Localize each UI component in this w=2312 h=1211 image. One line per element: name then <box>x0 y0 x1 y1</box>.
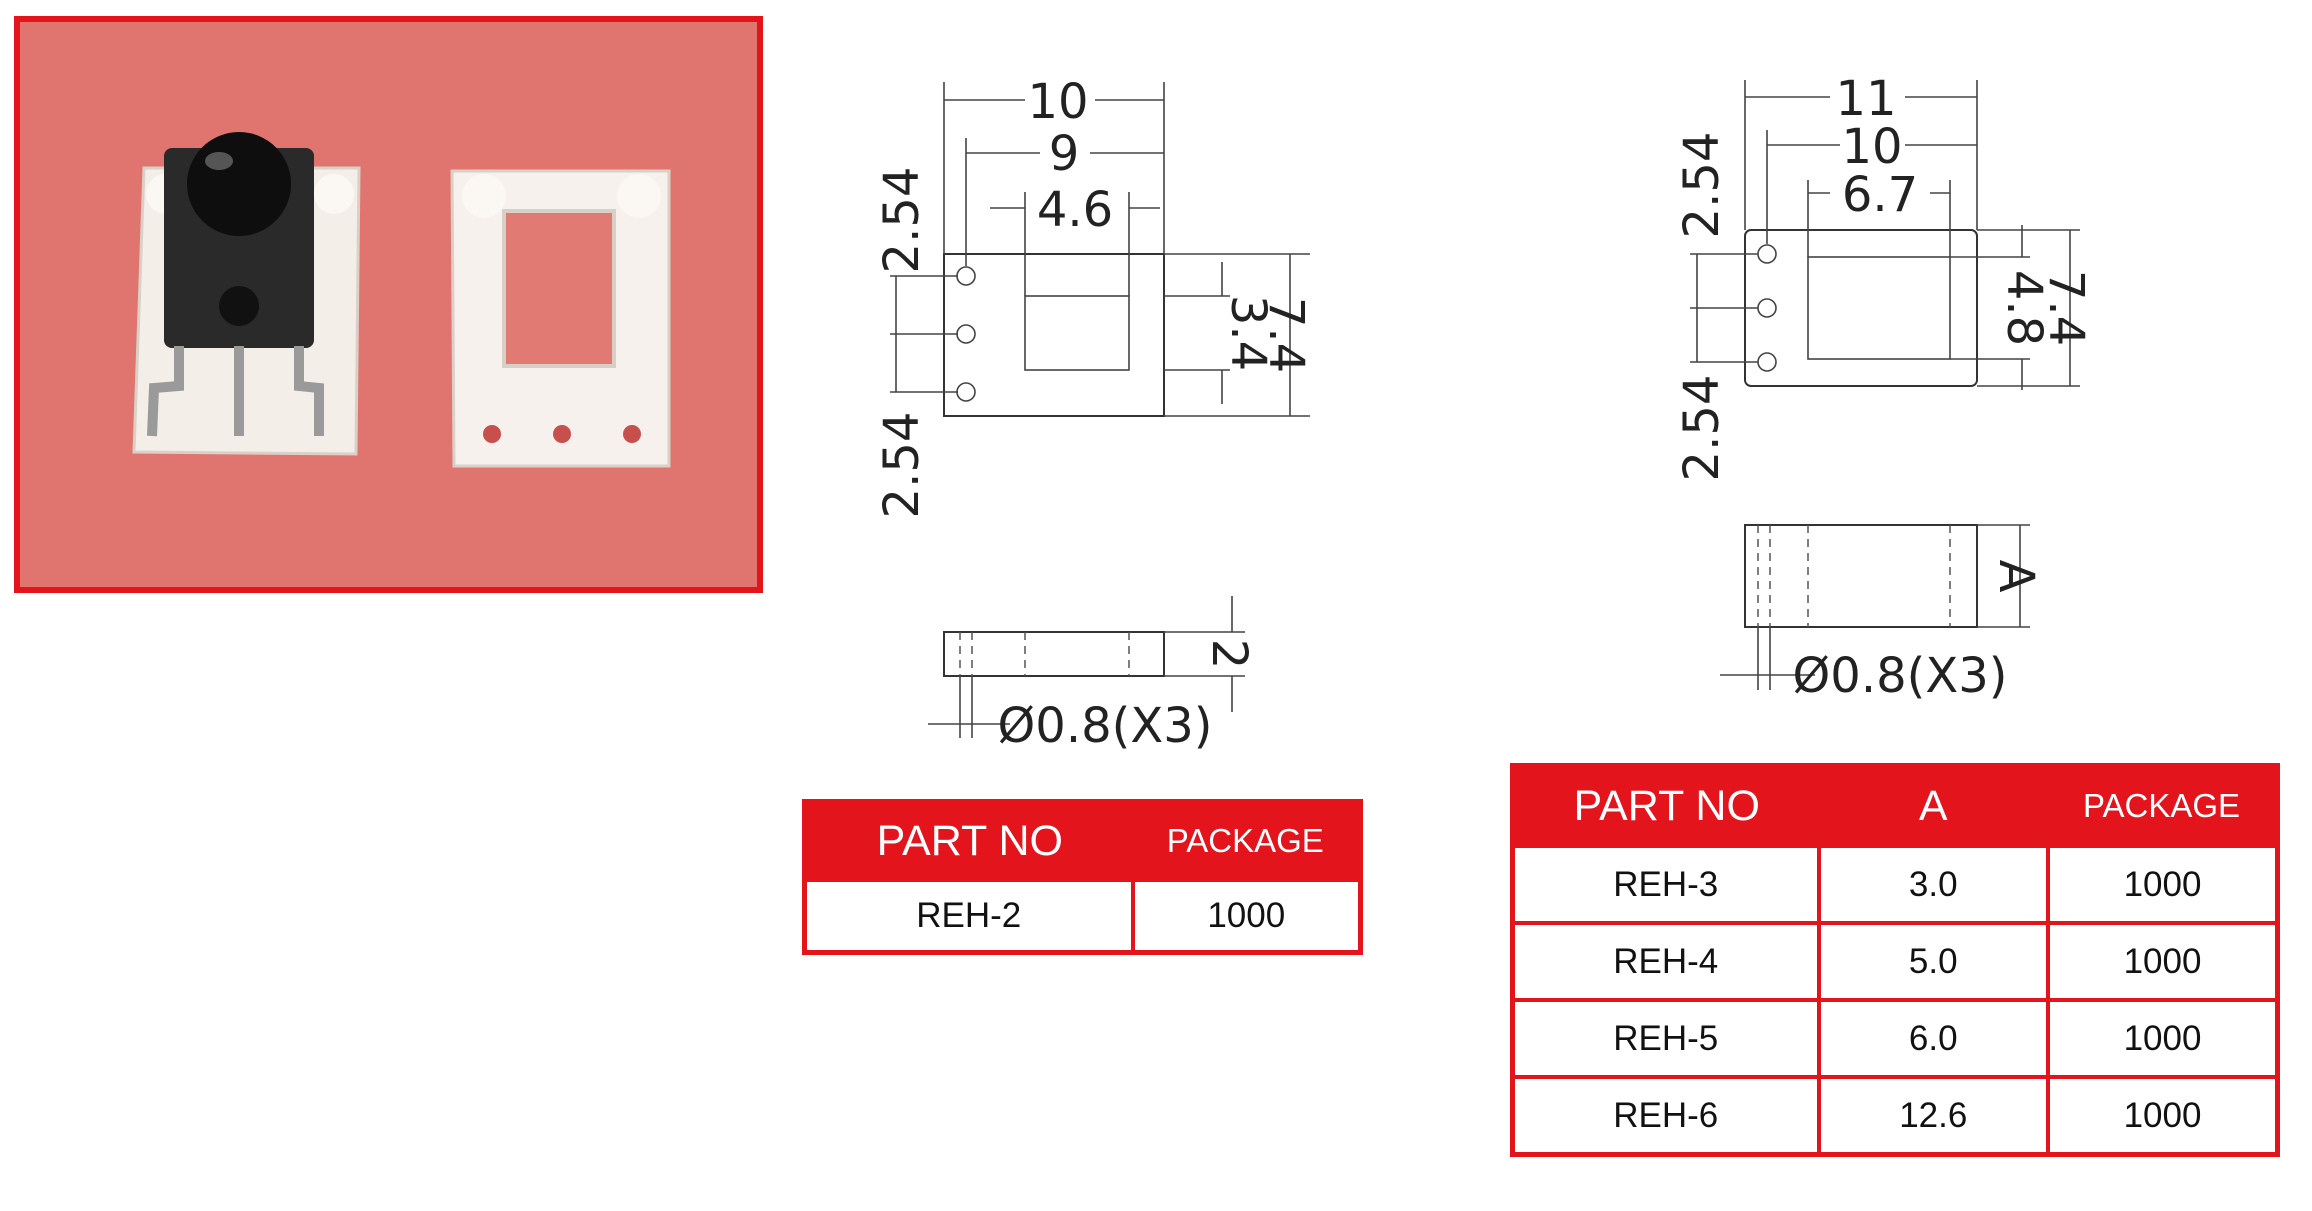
cell-package: 1000 <box>2046 921 2280 1002</box>
hole-note-right: Ø0.8(X3) <box>1793 648 2008 704</box>
dim-window-3-4: 3.4 <box>1220 295 1276 371</box>
dim-window-6-7: 6.7 <box>1842 167 1918 223</box>
table-header-row: PART NO A PACKAGE <box>1512 765 2278 846</box>
cell-package: 1000 <box>1130 878 1363 955</box>
table-row: REH-2 1000 <box>802 878 1363 955</box>
cell-a: 6.0 <box>1816 998 2050 1079</box>
table-row: REH-4 5.0 1000 <box>1510 921 2280 1002</box>
dim-pitch-top-right: 2.54 <box>1674 132 1730 239</box>
cell-package: 1000 <box>2046 998 2280 1079</box>
cell-part-no: REH-4 <box>1510 921 1821 1002</box>
dim-width-11: 11 <box>1835 71 1896 127</box>
drawing-right <box>1690 80 2080 690</box>
dim-thickness-a: A <box>1988 560 2044 593</box>
dim-window-4-8: 4.8 <box>1996 270 2052 346</box>
cell-a: 3.0 <box>1816 844 2050 925</box>
drawing-left <box>890 82 1310 738</box>
dim-width-10-right: 10 <box>1841 119 1902 175</box>
dim-height-7-4-right: 7.4 <box>2038 270 2094 346</box>
cell-part-no: REH-2 <box>802 878 1135 955</box>
cell-a: 5.0 <box>1816 921 2050 1002</box>
dim-height-7-4: 7.4 <box>1258 297 1314 373</box>
cell-part-no: REH-6 <box>1510 1075 1821 1157</box>
cell-a: 12.6 <box>1816 1075 2050 1157</box>
cell-package: 1000 <box>2046 1075 2280 1157</box>
column-header-a: A <box>1818 765 2048 846</box>
spacer-empty <box>450 169 671 468</box>
table-header-row: PART NO PACKAGE <box>804 801 1361 880</box>
table-row: REH-3 3.0 1000 <box>1510 844 2280 925</box>
part-table-reh-3-6: PART NO A PACKAGE REH-3 3.0 1000 REH-4 5… <box>1510 763 2280 1157</box>
column-header-package: PACKAGE <box>1132 801 1361 880</box>
dim-width-9: 9 <box>1049 126 1080 182</box>
column-header-part-no: PART NO <box>1512 765 1819 846</box>
cell-package: 1000 <box>2046 844 2280 925</box>
table-row: REH-6 12.6 1000 <box>1510 1075 2280 1157</box>
hole-note-left: Ø0.8(X3) <box>998 698 1213 754</box>
cell-part-no: REH-3 <box>1510 844 1821 925</box>
dim-pitch-top: 2.54 <box>874 167 930 274</box>
dim-pitch-bottom: 2.54 <box>874 412 930 519</box>
part-table-reh-2: PART NO PACKAGE REH-2 1000 <box>802 799 1363 955</box>
product-photo <box>14 16 763 593</box>
dim-width-10: 10 <box>1027 74 1088 130</box>
dim-thickness-2: 2 <box>1201 639 1257 670</box>
column-header-part-no: PART NO <box>804 801 1133 880</box>
dim-pitch-bottom-right: 2.54 <box>1674 375 1730 482</box>
table-row: REH-5 6.0 1000 <box>1510 998 2280 1079</box>
column-header-package: PACKAGE <box>2048 765 2278 846</box>
cell-part-no: REH-5 <box>1510 998 1821 1079</box>
dim-window-4-6: 4.6 <box>1037 182 1113 238</box>
spacer-with-sensor <box>132 132 361 456</box>
